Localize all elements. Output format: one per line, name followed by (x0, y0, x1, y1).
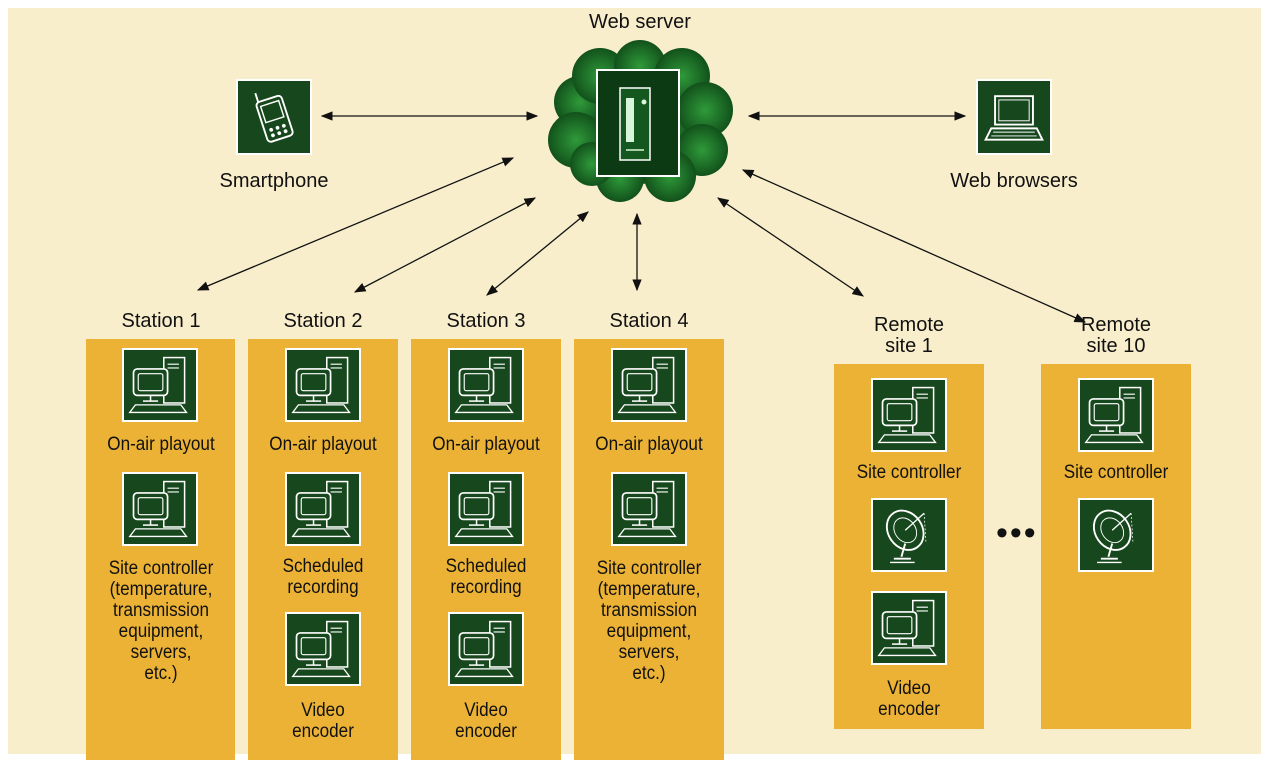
computer-icon (877, 599, 937, 657)
station-1-title: Station 1 (121, 310, 201, 332)
computer-icon (617, 356, 677, 414)
remote-site-10-item-1-label: Site controller (1063, 462, 1169, 483)
station-2-encoder-computer (285, 612, 361, 686)
station-3-item-3-label: Video encoder (455, 700, 517, 742)
station-1-item-2-label: Site controller (temperature, transmissi… (108, 558, 214, 684)
station-3-item-1-label: On-air playout (432, 434, 540, 455)
station-2-recording-computer (285, 472, 361, 546)
remote-site-1-item-3-label: Video encoder (878, 678, 940, 720)
station-4-playout-computer (611, 348, 687, 422)
remote-site-10-dish (1078, 498, 1154, 572)
computer-icon (128, 480, 188, 538)
remote-site-1-item-1-label: Site controller (856, 462, 962, 483)
web-server-cloud (548, 40, 733, 202)
computer-icon (291, 356, 351, 414)
remote-site-1-controller-computer (871, 378, 947, 452)
computer-icon (1084, 386, 1144, 444)
station-1-item-1-label: On-air playout (107, 434, 215, 455)
computer-icon (617, 480, 677, 538)
station-4-item-2-label: Site controller (temperature, transmissi… (596, 558, 702, 684)
computer-icon (128, 356, 188, 414)
computer-icon (291, 620, 351, 678)
station-2-item-1-label: On-air playout (269, 434, 377, 455)
station-4-site-controller-computer (611, 472, 687, 546)
web-server-label: Web server (589, 11, 691, 33)
computer-icon (291, 480, 351, 538)
laptop-icon (984, 95, 1044, 141)
station-3-encoder-computer (448, 612, 524, 686)
remote-site-10-title: Remote site 10 (1080, 314, 1152, 357)
station-2-item-2-label: Scheduled recording (282, 556, 364, 598)
computer-icon (877, 386, 937, 444)
station-1-playout-computer (122, 348, 198, 422)
smartphone-icon (254, 92, 294, 143)
remote-site-1-title: Remote site 1 (873, 314, 945, 357)
satellite-dish-icon (1085, 502, 1140, 564)
remote-site-1-encoder-computer (871, 591, 947, 665)
web-server-icon (619, 87, 651, 161)
station-2-title: Station 2 (283, 310, 363, 332)
remote-site-1-dish (871, 498, 947, 572)
station-3-item-2-label: Scheduled recording (445, 556, 527, 598)
computer-icon (454, 356, 514, 414)
station-4-item-1-label: On-air playout (595, 434, 703, 455)
computer-icon (454, 620, 514, 678)
ellipsis-indicator: ••• (996, 514, 1038, 552)
remote-site-10-controller-computer (1078, 378, 1154, 452)
station-2-playout-computer (285, 348, 361, 422)
station-1-site-controller-computer (122, 472, 198, 546)
station-3-playout-computer (448, 348, 524, 422)
station-3-recording-computer (448, 472, 524, 546)
web-browsers-tile (976, 79, 1052, 155)
smartphone-tile (236, 79, 312, 155)
station-2-item-3-label: Video encoder (292, 700, 354, 742)
station-3-title: Station 3 (446, 310, 526, 332)
station-4-title: Station 4 (609, 310, 689, 332)
computer-icon (454, 480, 514, 538)
satellite-dish-icon (878, 502, 933, 564)
